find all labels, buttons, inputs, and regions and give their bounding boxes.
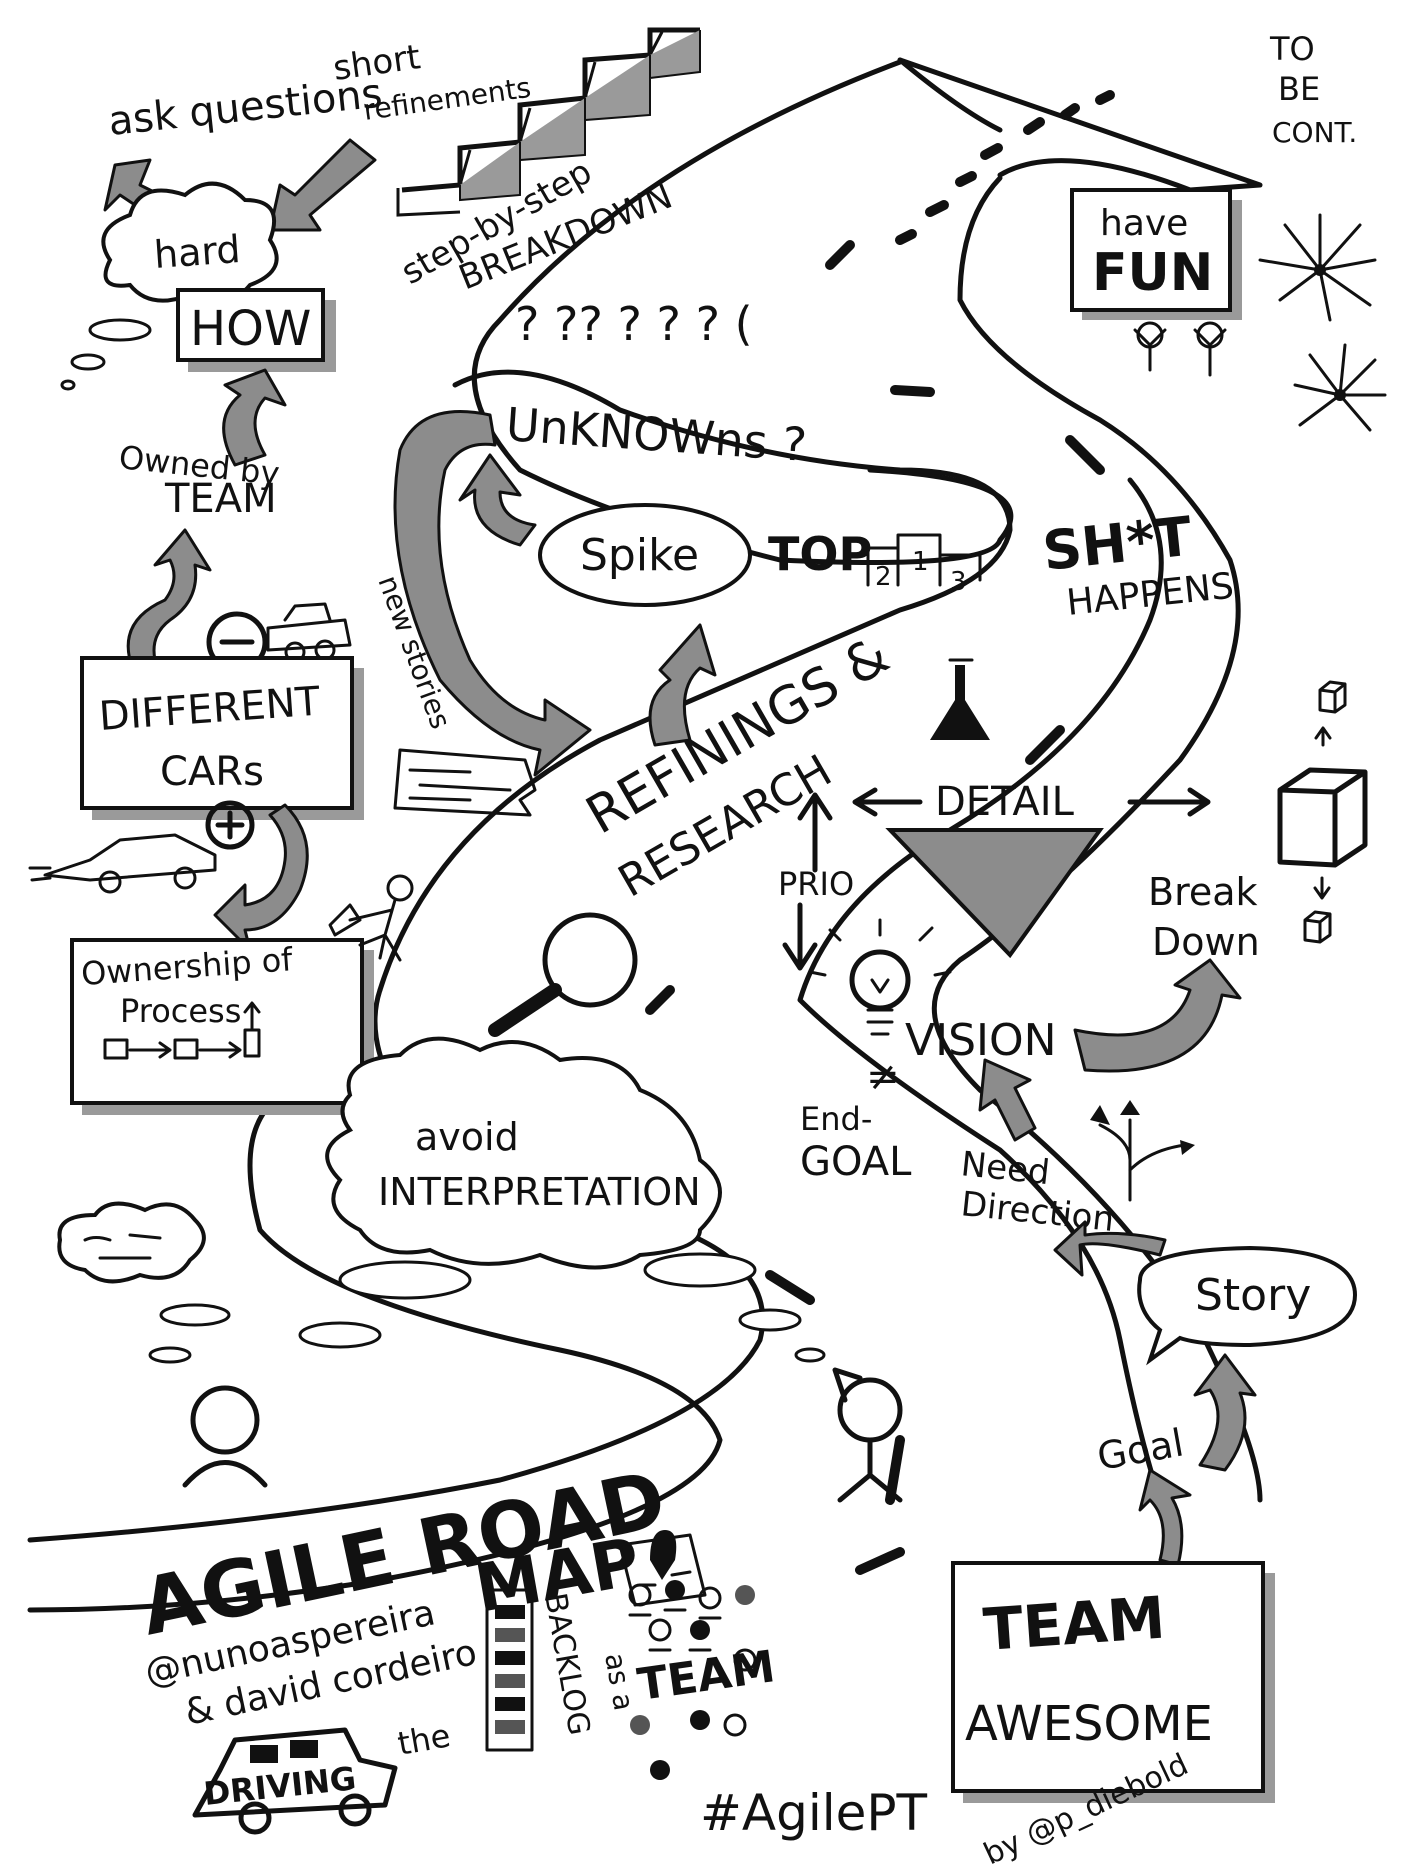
thought-cloud-icon [57, 1201, 206, 1284]
cont-label: CONT. [1272, 116, 1357, 149]
cloud-icon [101, 181, 279, 303]
prio-label: PRIO [778, 865, 854, 903]
spike-arrow-in-icon [458, 453, 537, 547]
team-awesome-line-1: TEAM [981, 1583, 1167, 1664]
to-label: TO [1269, 30, 1315, 68]
how-box: HOW [176, 288, 336, 372]
down-label: Down [1152, 920, 1260, 964]
ticket-icon [393, 748, 537, 817]
team-label: TEAM [634, 1641, 778, 1711]
end-label: End- [800, 1100, 872, 1138]
people-group-icon [628, 1580, 757, 1780]
be-label: BE [1278, 70, 1320, 108]
fun-label: FUN [1092, 243, 1213, 303]
hard-label: hard [153, 227, 242, 277]
goal-story-arrow-icon [1193, 1353, 1257, 1472]
person-thinking-icon [832, 1367, 903, 1503]
team-awesome-box: TEAM AWESOME [951, 1561, 1275, 1803]
owned-team-label: TEAM [164, 476, 277, 522]
svg-text:2: 2 [875, 562, 892, 592]
backlog-label: BACKLOG [537, 1590, 596, 1738]
stairs-icon [396, 27, 701, 217]
driving-label: DRIVING [202, 1759, 358, 1813]
plus-icon [205, 800, 255, 850]
backlog-list-icon [485, 1588, 534, 1752]
story-arrow-icon [1053, 1220, 1167, 1277]
different-cars-box: DIFFERENT CARs [80, 656, 364, 820]
svg-text:3: 3 [950, 567, 967, 597]
how-label: HOW [190, 301, 311, 357]
interpretation-cloud: avoid INTERPRETATION [325, 1036, 722, 1270]
break-label: Break [1148, 870, 1258, 914]
person-icon [328, 874, 414, 962]
sports-car-icon [28, 833, 217, 894]
vision-arrow-icon [978, 1058, 1037, 1142]
goal-arrow-icon [1138, 1468, 1192, 1567]
avoid-label: avoid [415, 1115, 519, 1159]
person-icon [182, 1385, 268, 1488]
have-fun-sign: have FUN [1070, 188, 1242, 320]
story-bubble: Story [1137, 1245, 1358, 1366]
shit-label: SH*T [1040, 505, 1195, 583]
cars-label: CARs [160, 749, 264, 795]
spike-label: Spike [580, 530, 699, 581]
new-stories-arrow-icon [393, 410, 592, 777]
svg-text:1: 1 [912, 547, 929, 577]
podium-icon: 2 1 3 [866, 533, 982, 597]
cars-arrow-up-icon [126, 528, 212, 662]
ownership-arrow-icon [213, 803, 309, 952]
cube-icon [1277, 680, 1368, 944]
interpretation-label: INTERPRETATION [378, 1170, 701, 1214]
road-arrow-icon [897, 57, 1263, 193]
magnifier-icon [488, 912, 638, 1037]
process-label: Process [120, 992, 241, 1030]
spike-arrow-up-icon [648, 623, 717, 747]
lightbulb-icon [808, 918, 952, 1036]
short-label: short [331, 37, 423, 89]
car-driving-icon [192, 1727, 398, 1835]
people-cheering-icon [1133, 321, 1227, 377]
how-arrow-icon [222, 368, 287, 467]
the-label: the [395, 1716, 453, 1763]
vision-label: VISION [905, 1015, 1057, 1066]
refinements-arrow-icon [268, 138, 377, 232]
story-label: Story [1195, 1270, 1311, 1321]
ownership-process-box: Ownership of Process [70, 938, 374, 1115]
hashtag-label: #AgilePT [700, 1784, 928, 1842]
top-label: TOP [768, 527, 872, 581]
breakdown-arrow-icon [1073, 958, 1242, 1073]
funnel-icon [885, 828, 1104, 959]
goal-label: Goal [1094, 1421, 1187, 1479]
need-label: Need [959, 1144, 1052, 1193]
end-goal-label: GOAL [800, 1139, 912, 1185]
fireworks-icon [1258, 213, 1387, 432]
team-awesome-line-2: AWESOME [965, 1696, 1213, 1752]
have-label: have [1100, 203, 1188, 244]
question-marks: ? ?? ? ? ? ( [515, 297, 753, 351]
road [27, 57, 1263, 1613]
flask-icon [930, 658, 990, 740]
detail-label: DETAIL [935, 779, 1075, 825]
unknowns-label: UnKNOWns ? [504, 397, 808, 472]
not-equal-label: ≠ [866, 1054, 900, 1100]
direction-arrows-icon [1090, 1100, 1195, 1202]
spike-bubble [538, 503, 752, 607]
